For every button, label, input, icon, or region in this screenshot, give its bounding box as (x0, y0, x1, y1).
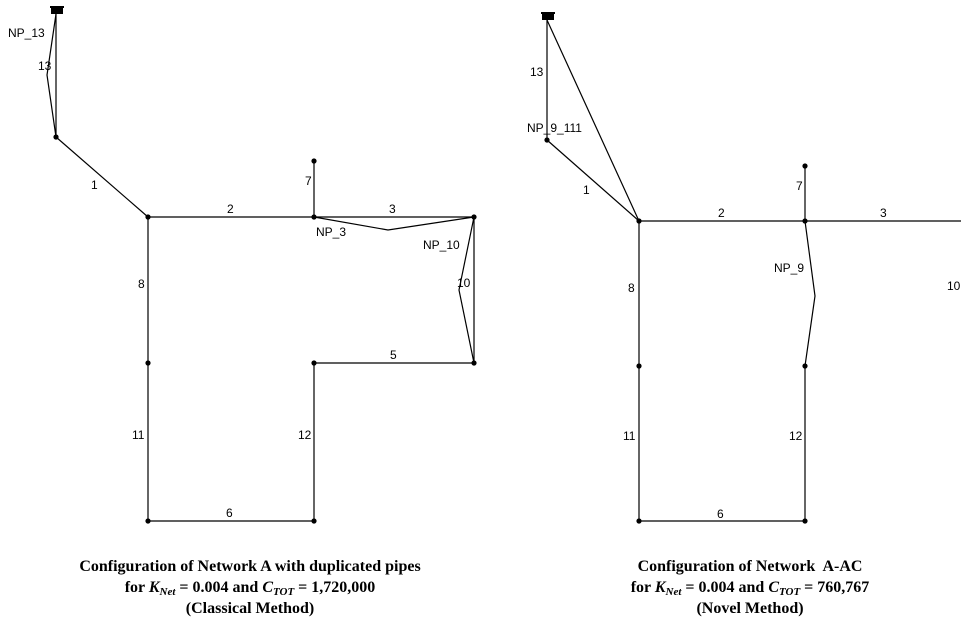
network-a-classical (46, 6, 475, 522)
pipe-label-8: 8 (138, 277, 145, 291)
pipe-1 (546, 139, 640, 222)
junction-node (802, 163, 808, 169)
pipe-label-6: 6 (226, 506, 233, 520)
node-label-np9-111: NP_9_111 (527, 121, 582, 135)
k-value: = 0.004 and (681, 579, 769, 596)
caption-prefix: for (124, 579, 149, 596)
junction-node (311, 158, 317, 164)
c-value: = 1,720,000 (294, 579, 376, 596)
pipe-diagonal (546, 19, 640, 222)
pipe-label-2: 2 (227, 202, 234, 216)
pipe-label-12: 12 (789, 429, 803, 443)
caption-classical: Configuration of Network A with duplicat… (20, 556, 480, 619)
junction-node (636, 363, 642, 369)
pipe-1 (55, 136, 149, 218)
pipe-label-1: 1 (583, 183, 590, 197)
pipe-label-3: 3 (880, 206, 887, 220)
caption-line-2: for KNet = 0.004 and CTOT = 760,767 (560, 577, 940, 598)
c-subscript: TOT (272, 586, 295, 598)
junction-node (311, 518, 317, 524)
junction-node (636, 218, 642, 224)
pipe-label-1: 1 (91, 178, 98, 192)
pipe-label-10: 10 (457, 276, 471, 290)
c-symbol: C (768, 579, 779, 596)
node-label-np9: NP_9 (774, 261, 804, 275)
caption-line-1: Configuration of Network A-AC (637, 558, 863, 575)
pipe-label-12: 12 (298, 428, 312, 442)
junction-node (145, 214, 151, 220)
pipe-label-13: 13 (38, 59, 52, 73)
junction-node (471, 214, 477, 220)
pipe-label-11: 11 (132, 428, 145, 442)
network-a-ac-labels: 13 NP_9_111 1 2 7 3 NP_9 8 10 11 12 6 (527, 65, 961, 521)
node-label-np3: NP_3 (316, 225, 346, 239)
pipe-label-13: 13 (530, 65, 544, 79)
network-a-labels: NP_13 13 1 2 7 3 NP_3 NP_10 8 10 5 11 12… (8, 26, 471, 520)
k-subscript: Net (159, 586, 176, 598)
c-subscript: TOT (778, 586, 801, 598)
network-a-ac-nodes (544, 137, 808, 524)
node-label-np10: NP_10 (423, 238, 460, 252)
junction-node (311, 360, 317, 366)
k-symbol: K (148, 579, 160, 596)
c-value: = 760,767 (800, 579, 870, 596)
junction-node (802, 363, 808, 369)
pipe-label-5: 5 (390, 348, 397, 362)
pipe-3-duplicate (313, 216, 475, 231)
pipe-13-duplicate (46, 13, 57, 138)
junction-node (636, 518, 642, 524)
network-a-nodes (53, 134, 477, 524)
junction-node (53, 134, 59, 140)
network-a-ac-novel (541, 12, 961, 522)
caption-line-1: Configuration of Network A with duplicat… (79, 558, 421, 575)
pipe-label-8: 8 (628, 281, 635, 295)
junction-node (802, 218, 808, 224)
pipe-label-6: 6 (717, 507, 724, 521)
junction-node (544, 137, 550, 143)
junction-node (471, 360, 477, 366)
junction-node (145, 518, 151, 524)
junction-node (311, 214, 317, 220)
junction-node (145, 360, 151, 366)
pipe-label-7: 7 (305, 174, 312, 188)
pipe-np9 (804, 220, 816, 367)
caption-novel: Configuration of Network A-AC for KNet =… (560, 556, 940, 619)
k-symbol: K (654, 579, 666, 596)
caption-line-3: (Novel Method) (696, 600, 804, 617)
k-subscript: Net (665, 586, 682, 598)
pipe-label-3: 3 (389, 202, 396, 216)
junction-node (802, 518, 808, 524)
pipe-label-7: 7 (796, 179, 803, 193)
node-label-np13: NP_13 (8, 26, 45, 40)
pipe-10-duplicate (458, 216, 475, 364)
caption-line-2: for KNet = 0.004 and CTOT = 1,720,000 (20, 577, 480, 598)
k-value: = 0.004 and (175, 579, 263, 596)
pipe-label-2: 2 (718, 206, 725, 220)
pipe-label-10: 10 (947, 279, 961, 293)
pipe-label-11: 11 (623, 429, 636, 443)
reservoir-icon (51, 7, 63, 14)
caption-prefix: for (630, 579, 655, 596)
reservoir-icon (542, 13, 554, 20)
c-symbol: C (262, 579, 273, 596)
caption-line-3: (Classical Method) (185, 600, 315, 617)
